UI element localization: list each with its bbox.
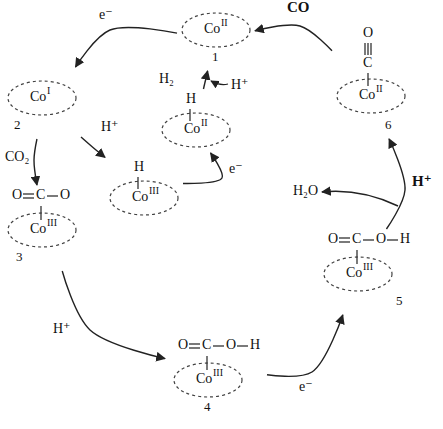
atom-label: Co	[30, 90, 46, 104]
reagent-label: CO	[286, 0, 311, 15]
chemical-bond	[137, 177, 138, 189]
reagent-label: H⁺	[100, 120, 120, 134]
cobalt-complex: OCOCoIII3	[2, 188, 82, 268]
macrocycle-ring	[174, 363, 242, 397]
reagent-label: e⁻	[228, 162, 244, 176]
macrocycle-ring	[324, 257, 392, 291]
compound-number: 2	[14, 118, 21, 131]
reagent-label: H₂O	[292, 184, 319, 198]
reagent-label: H⁺	[52, 322, 72, 336]
compound-number: 6	[385, 118, 392, 131]
reaction-arrow	[76, 27, 177, 67]
ligand-drawing	[335, 26, 407, 136]
chemical-bond	[23, 193, 34, 194]
chemical-bond	[189, 347, 200, 348]
reaction-arrow	[62, 271, 165, 359]
reaction-arrow	[267, 315, 343, 376]
chemical-bond	[356, 250, 357, 264]
macrocycle-ring	[182, 13, 250, 47]
chemical-bond	[23, 197, 34, 198]
oxidation-state: III	[47, 218, 57, 228]
chemical-bond	[189, 343, 200, 344]
reaction-arrow	[81, 137, 105, 157]
reagent-label: e⁻	[98, 8, 114, 22]
macrocycle-ring	[162, 113, 230, 147]
atom-label: O	[328, 232, 338, 246]
chemical-bond	[363, 239, 374, 240]
atom-label: Co	[196, 372, 212, 386]
reaction-arrow	[34, 139, 37, 185]
atom-label: O	[12, 188, 22, 202]
chemical-bond	[213, 345, 224, 346]
atom-label: O	[226, 338, 236, 352]
cobalt-complex: OCOHCoIII4	[168, 338, 264, 418]
chemical-bond	[370, 43, 371, 55]
entering-arrow	[211, 81, 228, 85]
chemical-bond	[367, 73, 368, 86]
reagent-label: H⁺	[230, 78, 250, 92]
oxidation-state: III	[149, 186, 159, 196]
atom-label: H	[186, 92, 196, 106]
chemical-bond	[339, 237, 350, 238]
compound-number: 3	[16, 250, 23, 263]
cobalt-complex: CoI 2	[6, 70, 78, 136]
atom-label: Co	[346, 266, 362, 280]
oxidation-state: II	[201, 118, 208, 128]
reagent-label: CO₂	[4, 150, 30, 164]
reaction-arrow	[255, 25, 332, 51]
compound-number: 4	[204, 400, 211, 413]
reagent-label: H⁺	[411, 174, 433, 189]
chemical-bond	[387, 239, 398, 240]
leaving-arrow	[322, 191, 398, 206]
macrocycle-ring	[337, 79, 405, 113]
atom-label: O	[376, 232, 386, 246]
cobalt-complex: H CoII	[160, 92, 232, 150]
atom-label: C	[363, 56, 372, 70]
cobalt-complex: CoII 1	[180, 2, 252, 68]
reaction-arrow	[183, 153, 222, 184]
atom-label: O	[60, 188, 70, 202]
atom-label: Co	[184, 122, 200, 136]
atom-label: H	[250, 338, 260, 352]
oxidation-state: II	[221, 18, 228, 28]
macrocycle-ring	[8, 213, 76, 247]
chemical-bond	[47, 195, 58, 196]
atom-label: C	[352, 232, 361, 246]
reaction-arrow	[203, 71, 207, 89]
reaction-arrow	[386, 139, 405, 229]
chemical-bond	[364, 43, 365, 55]
cobalt-complex: OCOHCoIII5	[318, 232, 414, 312]
atom-label: Co	[132, 190, 148, 204]
reagent-label: H₂	[158, 72, 175, 86]
atom-label: Co	[204, 22, 220, 36]
chemical-bond	[206, 356, 207, 370]
atom-label: C	[202, 338, 211, 352]
macrocycle-ring	[110, 181, 178, 215]
atom-label: O	[363, 26, 373, 40]
atom-label: C	[36, 188, 45, 202]
cobalt-complex: O C CoII 6	[335, 26, 407, 136]
chemical-bond	[237, 345, 248, 346]
chemical-bond	[189, 109, 190, 121]
reagent-label: e⁻	[298, 380, 314, 394]
compound-number: 1	[212, 50, 219, 63]
oxidation-state: I	[47, 86, 50, 96]
oxidation-state: III	[363, 262, 373, 272]
compound-number: 5	[396, 294, 403, 307]
atom-label: H	[400, 232, 410, 246]
oxidation-state: III	[213, 368, 223, 378]
oxidation-state: II	[376, 84, 383, 94]
cobalt-complex: H CoIII	[108, 160, 180, 218]
atom-label: O	[178, 338, 188, 352]
atom-label: Co	[359, 88, 375, 102]
chemical-bond	[339, 241, 350, 242]
chemical-bond	[367, 43, 368, 55]
chemical-bond	[40, 206, 41, 220]
macrocycle-ring	[8, 81, 76, 115]
atom-label: Co	[30, 222, 46, 236]
atom-label: H	[134, 160, 144, 174]
